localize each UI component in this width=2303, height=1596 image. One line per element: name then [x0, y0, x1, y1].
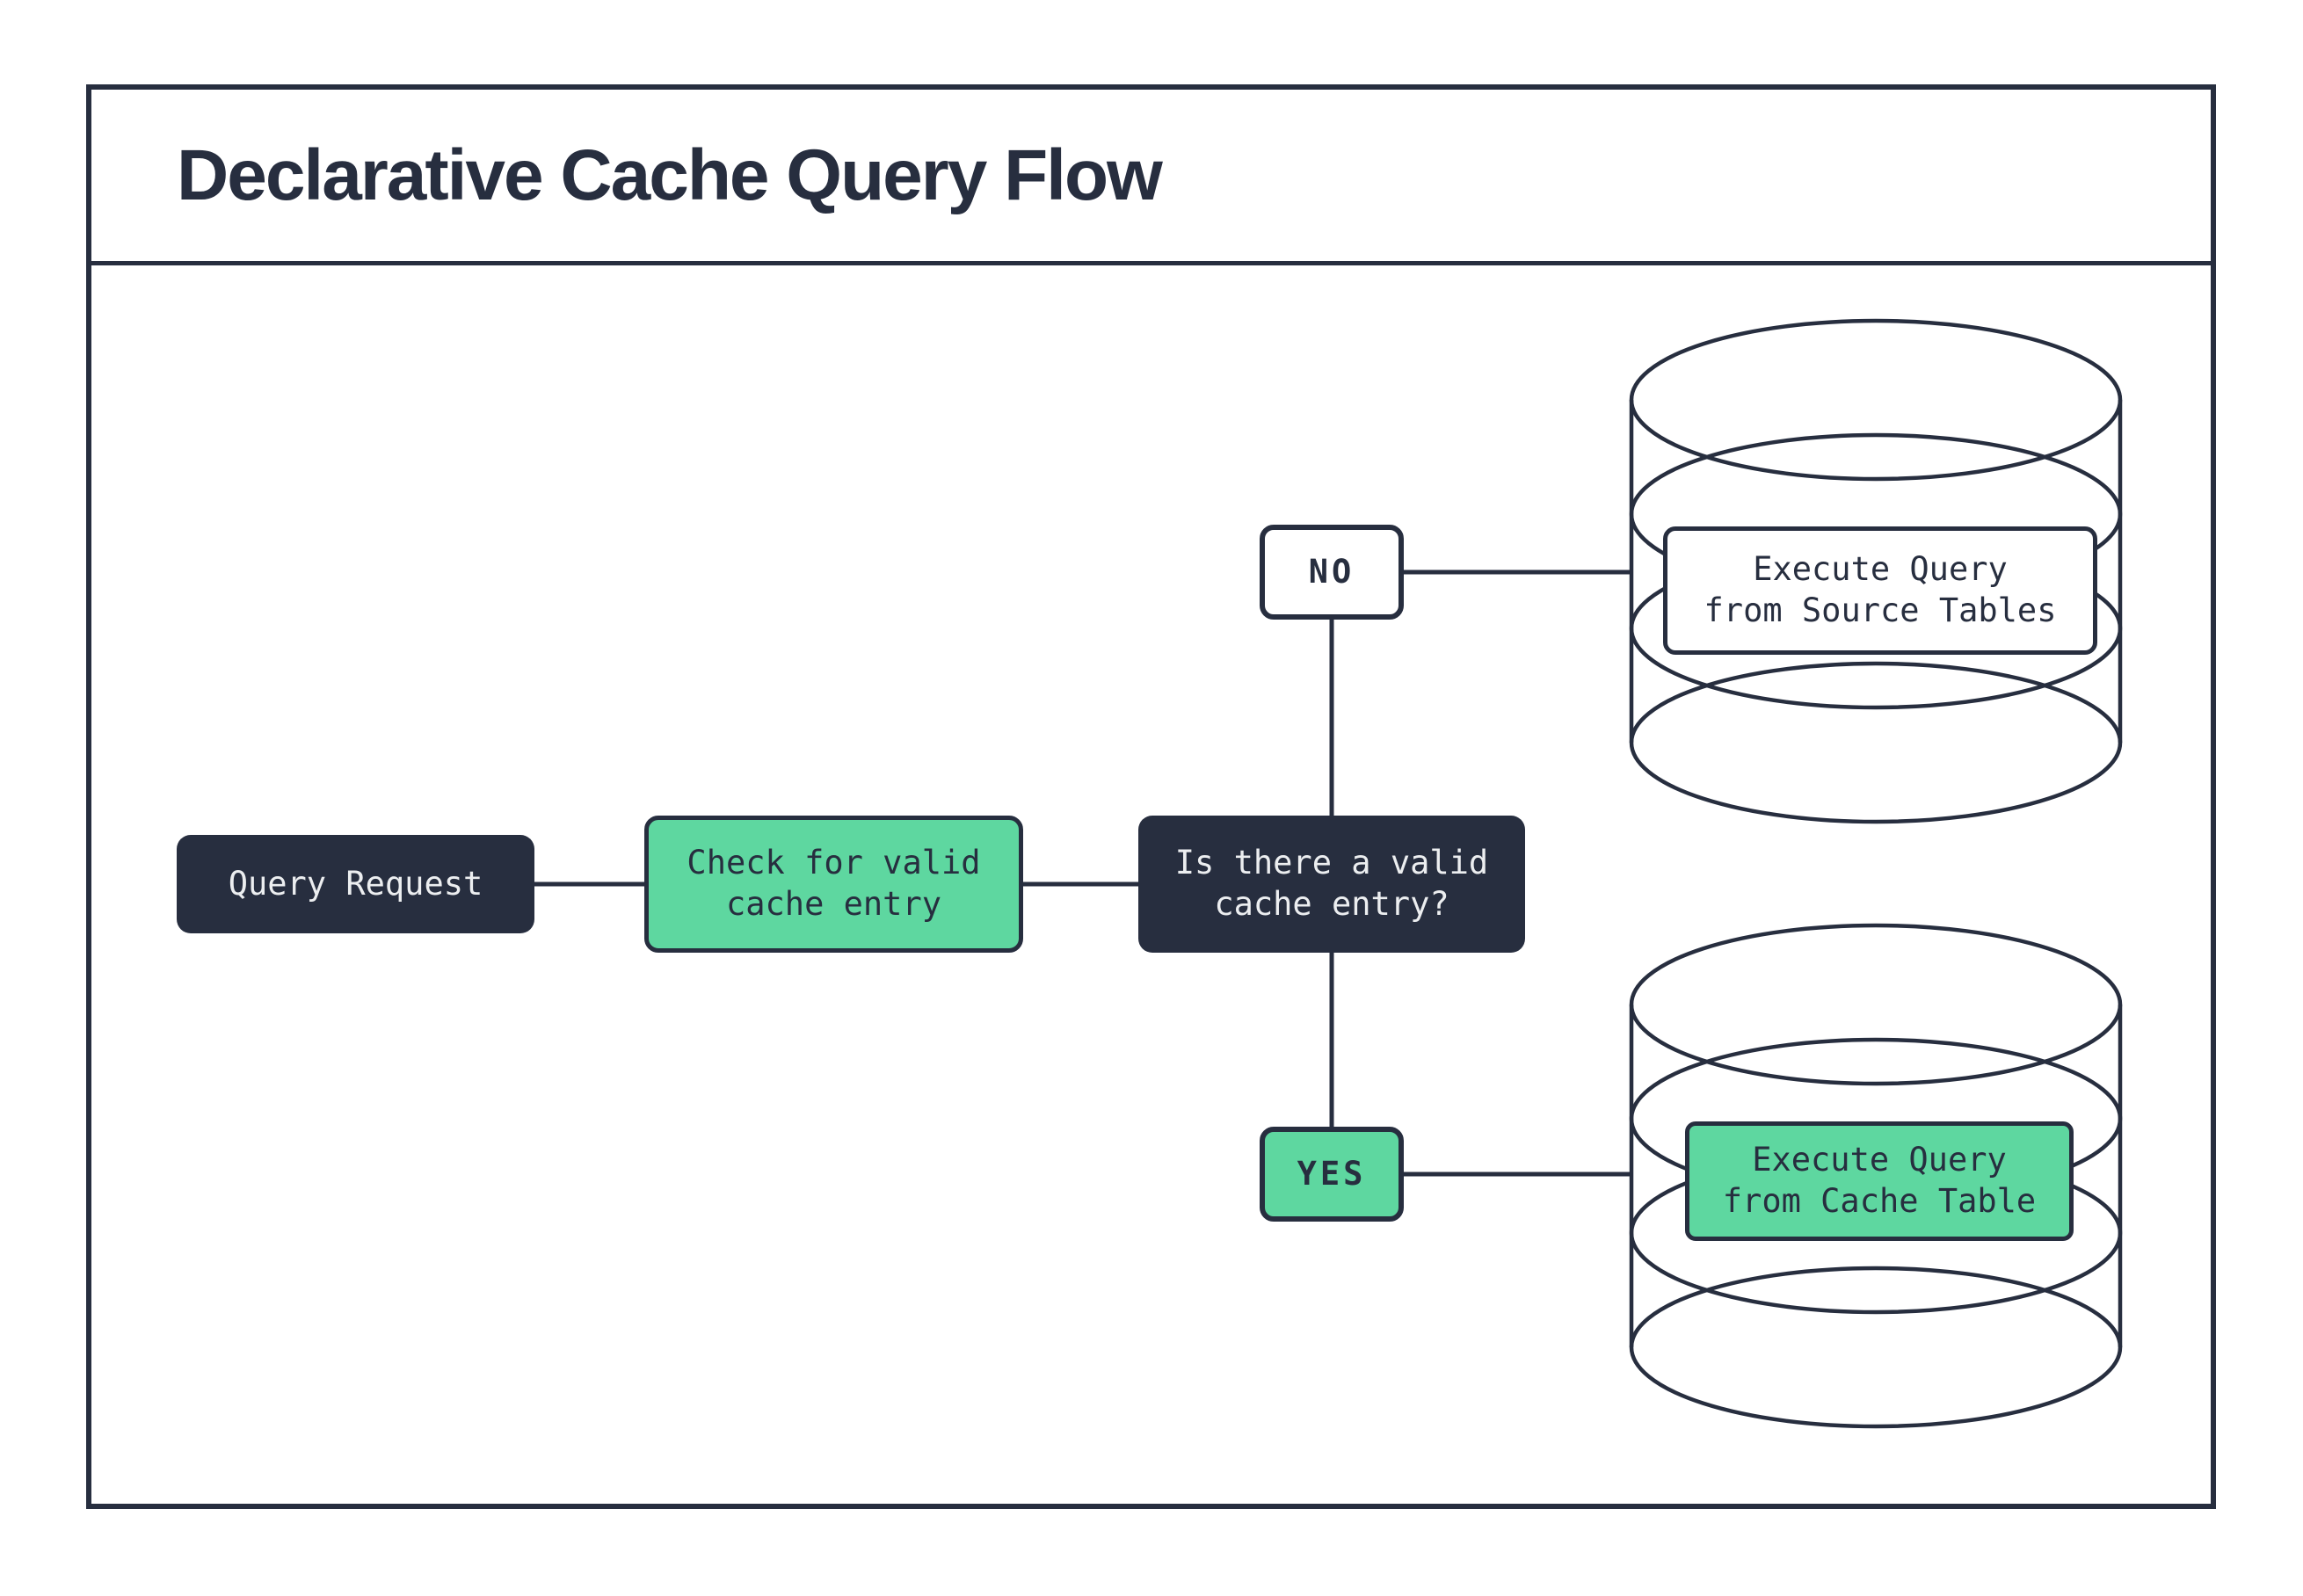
cylinder-disk [1629, 1266, 2123, 1429]
page-title: Declarative Cache Query Flow [177, 134, 1163, 215]
node-decision-valid-cache: Is there a valid cache entry? [1138, 816, 1525, 953]
node-execute-query-cache-table: Execute Query from Cache Table [1685, 1121, 2074, 1241]
connectors [534, 569, 1633, 1177]
node-check-cache: Check for valid cache entry [644, 816, 1023, 953]
branch-label-no: NO [1260, 525, 1404, 620]
cylinder-disk [1629, 318, 2123, 482]
node-execute-query-source-tables: Execute Query from Source Tables [1663, 526, 2097, 655]
branch-label-yes: YES [1260, 1127, 1404, 1222]
node-query-request: Query Request [177, 835, 534, 933]
cylinder-disk [1629, 661, 2123, 824]
diagram-header: Declarative Cache Query Flow [91, 90, 2211, 265]
cylinder-disk [1629, 923, 2123, 1086]
